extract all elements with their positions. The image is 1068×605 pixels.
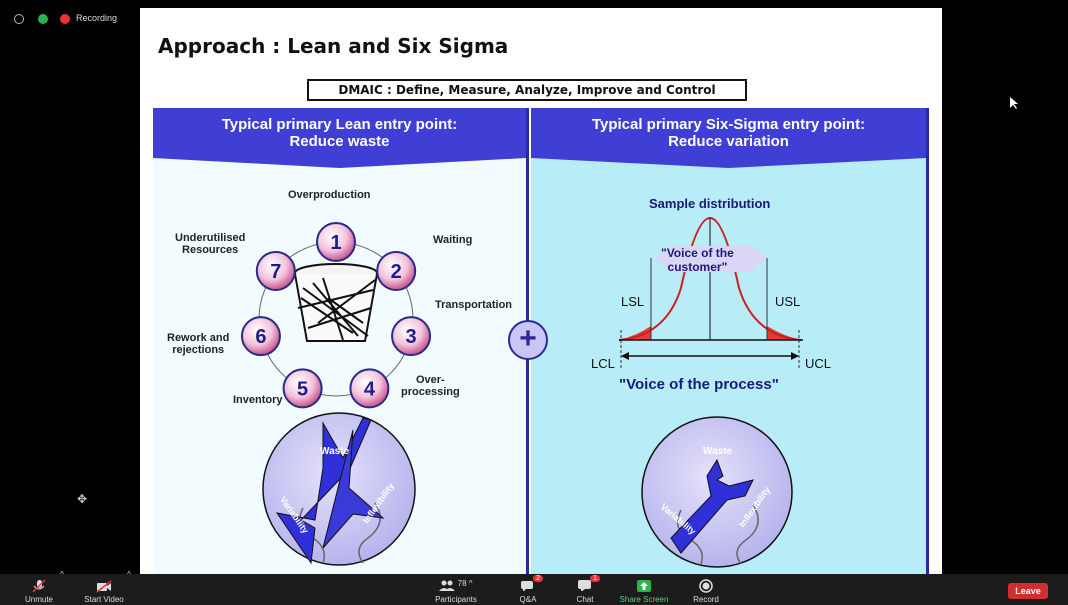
slide-title: Approach : Lean and Six Sigma xyxy=(158,34,509,58)
participants-label: Participants xyxy=(435,595,477,604)
six-sigma-banner-line1: Typical primary Six-Sigma entry point: xyxy=(591,116,866,133)
usl-label: USL xyxy=(775,294,801,309)
waste-label-underutilised: Underutilised Resources xyxy=(175,232,245,256)
waste-label-rework-line1: Rework and xyxy=(167,332,230,344)
waste-bubble-number: 2 xyxy=(391,261,402,283)
shared-slide: Approach : Lean and Six Sigma DMAIC : De… xyxy=(140,8,942,574)
plus-icon: + xyxy=(508,320,548,360)
participants-count: 78 xyxy=(457,579,467,588)
lean-panel: Typical primary Lean entry point: Reduce… xyxy=(153,108,529,574)
chat-label: Chat xyxy=(576,595,594,604)
leave-button[interactable]: Leave xyxy=(1008,583,1048,599)
video-off-icon xyxy=(96,580,112,593)
distribution-left-tail xyxy=(619,326,651,340)
record-button[interactable]: Record xyxy=(686,574,726,604)
waste-bubble-number: 1 xyxy=(330,232,341,254)
start-video-button[interactable]: Start Video xyxy=(74,574,134,604)
waste-label-transportation: Transportation xyxy=(435,299,513,311)
lsl-label: LSL xyxy=(621,294,645,309)
qa-label: Q&A xyxy=(519,595,537,604)
waste-label-underutilised-line1: Underutilised xyxy=(175,232,246,244)
meeting-status-bar: Recording xyxy=(0,0,1068,24)
waste-bubble-number: 3 xyxy=(406,326,417,348)
voc-line1: "Voice of the xyxy=(661,246,734,260)
chat-button[interactable]: 1 Chat xyxy=(567,574,603,604)
waste-label-overprocessing-line1: Over- xyxy=(415,374,445,386)
waste-bubble-number: 5 xyxy=(297,378,308,400)
waste-bubble-2: 2 xyxy=(376,250,417,291)
sample-distribution-label: Sample distribution xyxy=(649,196,771,211)
lean-banner-tip xyxy=(153,158,526,168)
wastebasket-icon xyxy=(294,263,378,342)
start-video-label: Start Video xyxy=(84,595,124,604)
qa-button[interactable]: 2 Q&A xyxy=(510,574,546,604)
distribution-diagram xyxy=(618,216,803,568)
share-screen-icon xyxy=(637,580,651,592)
lean-puzzle-circle xyxy=(262,412,416,566)
participants-button[interactable]: 78 ^ Participants xyxy=(428,574,484,604)
unmute-label: Unmute xyxy=(24,595,53,604)
chat-badge: 1 xyxy=(590,575,600,582)
waste-bubble-1: 1 xyxy=(316,222,356,262)
waste-bubble-number: 4 xyxy=(364,378,376,400)
voice-of-process-label: "Voice of the process" xyxy=(619,376,779,393)
unmute-button[interactable]: Unmute xyxy=(14,574,64,604)
video-options-caret-icon[interactable]: ^ xyxy=(127,570,131,579)
recording-label: Recording xyxy=(76,13,118,23)
voc-callout xyxy=(655,246,767,272)
six-sigma-panel: Typical primary Six-Sigma entry point: R… xyxy=(531,108,929,574)
waste-label-underutilised-line2: Resources xyxy=(182,244,239,256)
waste-bubble-7: 7 xyxy=(255,250,296,291)
encryption-shield-icon[interactable] xyxy=(38,14,48,24)
chat-icon-wrap: 1 xyxy=(576,575,600,593)
six-sigma-banner-line2: Reduce variation xyxy=(668,133,789,150)
muted-microphone-icon xyxy=(32,579,46,593)
record-label: Record xyxy=(693,595,719,604)
waste-bubble-3: 3 xyxy=(391,316,432,357)
sigma-puzzle-circle xyxy=(641,416,793,568)
waste-label-overprocessing-line2: processing xyxy=(401,386,460,398)
waste-label-inventory: Inventory xyxy=(233,394,283,406)
ucl-label: UCL xyxy=(805,356,832,371)
qa-icon-wrap: 2 xyxy=(519,575,543,593)
six-sigma-banner: Typical primary Six-Sigma entry point: R… xyxy=(531,108,926,158)
meeting-toolbar: Unmute ^ Start Video ^ 78 ^ Participants xyxy=(0,570,1068,605)
waste-cycle-diagram: 1 2 3 4 5 6 7 xyxy=(240,222,432,566)
distribution-right-tail xyxy=(767,326,801,340)
waste-bubble-5: 5 xyxy=(282,368,323,409)
waste-label-overproduction: Overproduction xyxy=(288,189,371,201)
lean-puzzle-waste-label: Waste xyxy=(320,446,350,457)
lean-banner: Typical primary Lean entry point: Reduce… xyxy=(153,108,526,158)
share-screen-button[interactable]: Share Screen xyxy=(614,574,674,604)
recording-icon xyxy=(60,14,70,24)
participants-icon xyxy=(439,580,456,591)
waste-bubble-number: 7 xyxy=(270,261,281,283)
waste-label-overprocessing: Over- processing xyxy=(401,374,460,398)
info-icon[interactable] xyxy=(14,14,24,24)
mouse-pointer-icon xyxy=(1010,97,1018,109)
record-icon xyxy=(699,579,713,593)
voc-line2: customer" xyxy=(667,260,728,274)
participants-icon-row: 78 ^ xyxy=(428,579,484,593)
audio-options-caret-icon[interactable]: ^ xyxy=(60,570,64,579)
lean-banner-line2: Reduce waste xyxy=(289,133,390,150)
waste-label-rework: Rework and rejections xyxy=(167,332,229,356)
waste-label-rework-line2: rejections xyxy=(172,344,225,356)
participants-caret-icon[interactable]: ^ xyxy=(468,579,473,588)
dmaic-box: DMAIC : Define, Measure, Analyze, Improv… xyxy=(307,79,747,101)
share-screen-label: Share Screen xyxy=(619,595,669,604)
voice-of-customer-label: "Voice of the customer" xyxy=(661,246,734,274)
waste-bubble-6: 6 xyxy=(240,316,281,357)
waste-label-waiting: Waiting xyxy=(433,234,473,246)
lcl-label: LCL xyxy=(591,356,615,371)
waste-bubble-4: 4 xyxy=(349,368,390,409)
sigma-puzzle-waste-label: Waste xyxy=(703,446,733,457)
waste-bubble-number: 6 xyxy=(255,326,266,348)
qa-badge: 2 xyxy=(533,575,543,582)
six-sigma-banner-tip xyxy=(531,158,926,168)
move-cursor-icon: ✥ xyxy=(77,492,88,506)
lean-banner-line1: Typical primary Lean entry point: xyxy=(221,116,458,133)
